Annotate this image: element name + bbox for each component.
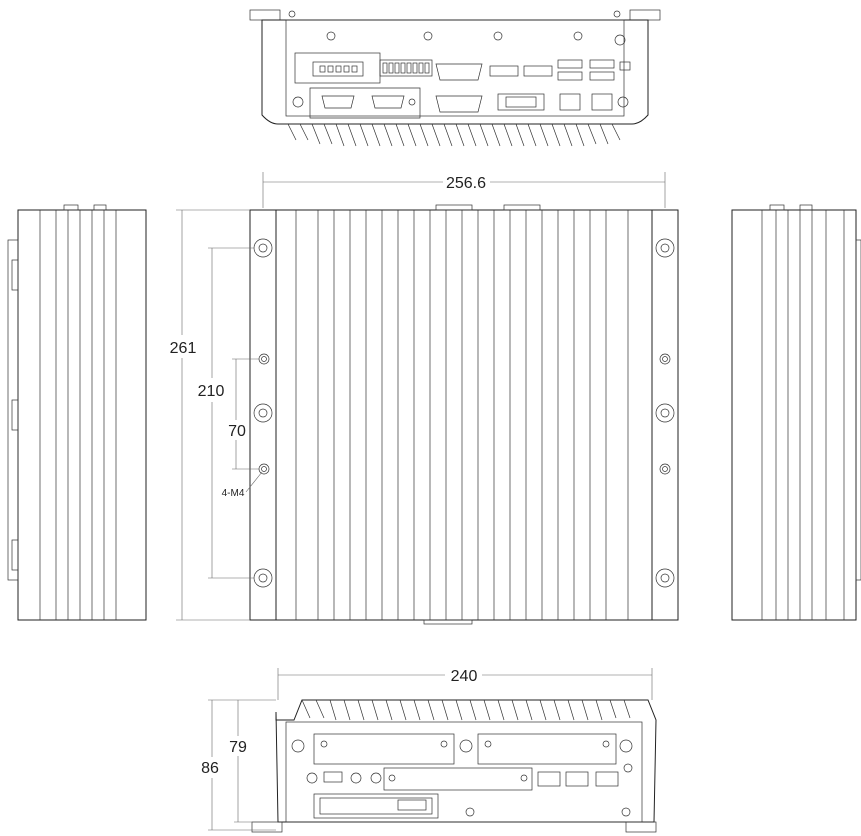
dimension-height: 261 [170,209,250,621]
width-dimension-label: 256.6 [446,175,486,192]
left-side-view [7,204,147,621]
hole-callout: 4-M4 [222,471,263,499]
dimension-front-width: 240 [277,668,653,700]
rear-panel-view [249,9,661,147]
dimension-mount-spacing: 210 [198,247,254,579]
hole-callout-label: 4-M4 [222,488,245,499]
right-side-view [731,204,861,621]
m4-hole [258,353,671,475]
height-dimension-label: 261 [170,340,197,357]
mounting-hole-large [253,238,675,588]
dimension-hole-spacing: 70 [228,358,259,470]
hole-spacing-label: 70 [228,423,246,440]
front-height-outer-label: 86 [201,760,219,777]
dimension-front-height: 86 79 [201,699,276,831]
front-width-label: 240 [451,668,478,685]
front-panel-view [251,699,657,833]
mount-spacing-label: 210 [198,383,225,400]
dimension-width: 256.6 [262,172,666,208]
top-plan-view [249,204,679,625]
front-height-inner-label: 79 [229,739,247,756]
